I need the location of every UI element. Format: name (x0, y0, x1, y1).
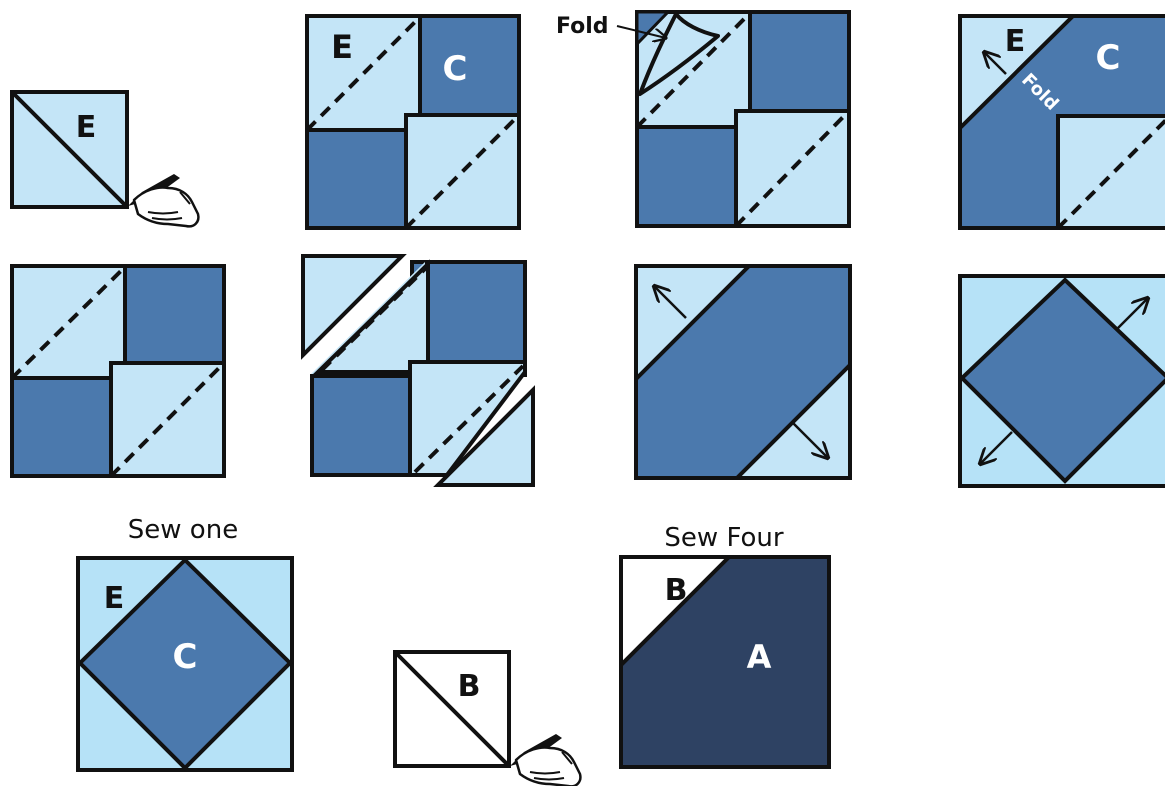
trimmed-triangle (433, 385, 535, 487)
step4-c-label: C (1096, 38, 1121, 78)
step4-folded-block: E C Fold (958, 14, 1165, 230)
arrow-icon (1117, 298, 1148, 329)
step3-fold-block: Fold (556, 10, 851, 228)
hand-holding-pencil-icon (126, 172, 200, 228)
step4-e-label: E (1005, 24, 1026, 59)
sew-four-caption: Sew Four (664, 523, 783, 553)
step2-dashed-line (305, 15, 422, 132)
final-c-label: C (173, 637, 198, 677)
b-letter: B (458, 669, 481, 704)
sew-four-block: Sew Four B A (619, 523, 831, 769)
arrow-icon (616, 25, 666, 38)
step2-e-label: E (331, 28, 353, 66)
arrow-icon (791, 421, 828, 458)
sew-four-b-label: B (665, 573, 688, 608)
arrow-icon (984, 52, 1007, 75)
step1-marked-square: E (10, 90, 200, 228)
folded-corner-flap (638, 12, 720, 96)
step1-diagonal-line (10, 90, 129, 209)
arrow-icon (654, 286, 687, 319)
step2-light-square (404, 113, 521, 230)
sew-one-caption: Sew one (128, 515, 238, 545)
center-diamond (77, 557, 293, 771)
row2-block2-trimmed (301, 254, 535, 487)
step2-c-square (418, 14, 521, 117)
sew-four-a-label: A (747, 638, 772, 676)
step2-c-label: C (443, 49, 468, 89)
trimmed-triangle (301, 254, 407, 360)
arrow-icon (980, 431, 1013, 464)
hand-holding-pencil-icon (508, 732, 582, 786)
row2-block3-pressed (634, 264, 852, 480)
step2-four-patch: E C (305, 14, 521, 230)
row2-block1 (10, 264, 226, 478)
b-marked-square: B (393, 650, 582, 786)
final-e-label: E (104, 581, 125, 616)
step1-letter: E (76, 110, 97, 145)
row2-block4-square-in-square (958, 274, 1165, 488)
step2-dashed-line (404, 113, 521, 230)
fold-label: Fold (556, 14, 609, 39)
step2-dark-square (305, 128, 408, 230)
sew-one-block: Sew one E C (76, 515, 294, 772)
